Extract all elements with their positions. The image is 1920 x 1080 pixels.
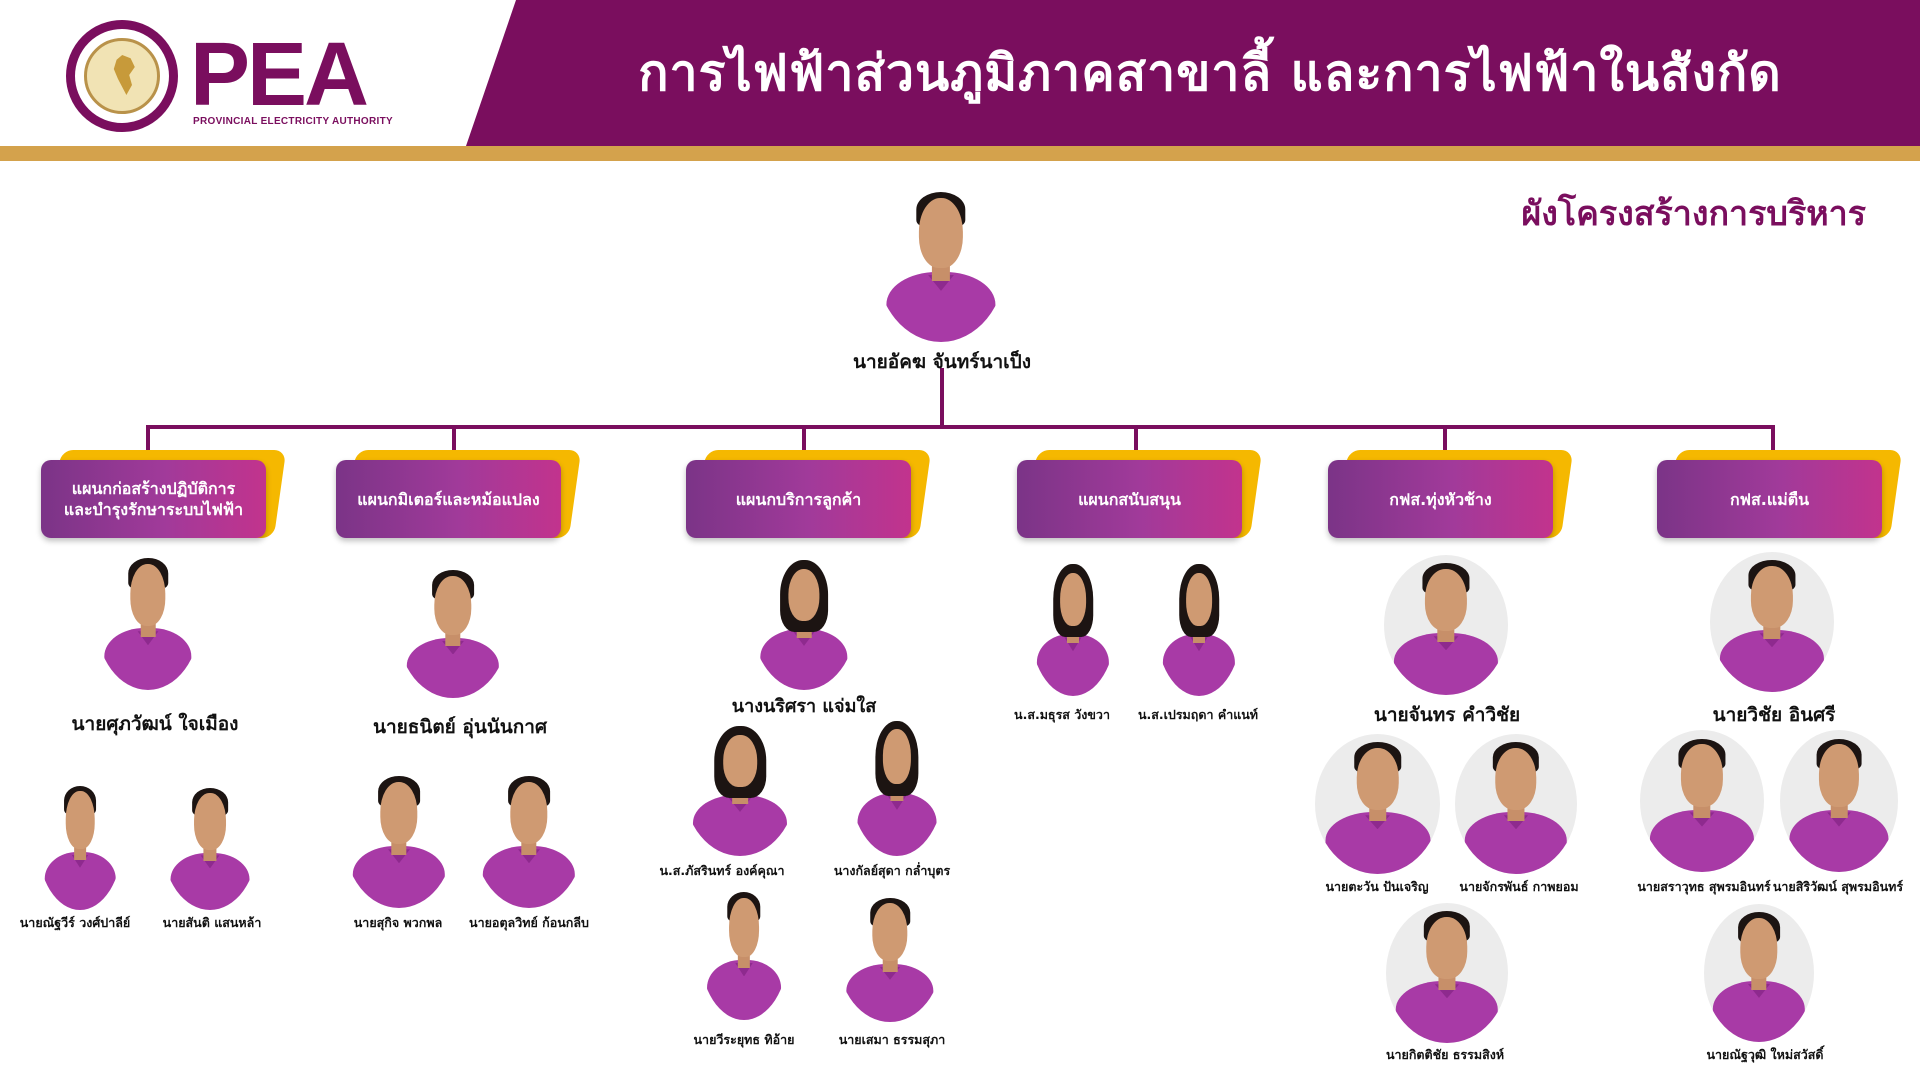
person-photo — [700, 884, 788, 1020]
person-photo — [1315, 734, 1440, 874]
connector-dept-2 — [452, 425, 456, 461]
person-name: น.ส.ภัสรินทร์ องค์คุณา — [659, 863, 785, 878]
person-name: นายกิตติชัย ธรรมสิงห์ — [1385, 1047, 1505, 1062]
head-name: นายอัคฆ จันทร์นาเป็ง — [853, 351, 1031, 373]
connector-dept-5 — [1443, 425, 1447, 461]
person-photo — [1386, 903, 1508, 1043]
dept-support-label: แผนกสนับสนุน — [1017, 460, 1242, 538]
person-name: นายณัฐวุฒิ ใหม่สวัสดิ์ — [1706, 1047, 1824, 1062]
person-photo — [1384, 555, 1508, 695]
dept-meter-label: แผนกมิเตอร์และหม้อแปลง — [336, 460, 561, 538]
person-photo — [684, 718, 796, 856]
pea-seal-icon: การไฟฟ้าส่วนภูมิภาค — [66, 20, 178, 132]
connector-horizontal — [146, 425, 1775, 429]
connector-head-vertical — [940, 368, 944, 427]
person-name: นายตะวัน ปันเจริญ — [1325, 879, 1429, 894]
gold-divider — [0, 146, 1920, 161]
person-photo — [474, 768, 584, 908]
thailand-map-icon — [113, 55, 135, 95]
person-photo — [1030, 556, 1116, 696]
person-name: นายสุกิจ พวกพล — [353, 915, 443, 930]
person-photo — [1640, 730, 1764, 872]
dept-mae-tuen: กฟส.แม่ตืน — [1657, 450, 1903, 538]
dept-construction-label: แผนกก่อสร้างปฏิบัติการ และบำรุงรักษาระบบ… — [41, 460, 266, 538]
person-name: นายสิริวัฒน์ สุพรมอินทร์ — [1772, 879, 1904, 894]
person-name: นายจันทร คำวิชัย — [1373, 704, 1521, 726]
pea-logo-text: PEA — [190, 25, 369, 125]
person-photo — [850, 712, 944, 856]
person-name: นายวีระยุทธ ทิอ้าย — [693, 1032, 795, 1047]
person-name: นายสราวุทธ สุพรมอินทร์ — [1637, 879, 1771, 894]
person-photo — [163, 780, 257, 910]
dept-customer-service: แผนกบริการลูกค้า — [686, 450, 932, 538]
seal-text: การไฟฟ้าส่วนภูมิภาค — [87, 121, 169, 123]
person-name: นายเสมา ธรรมสุภา — [838, 1032, 946, 1047]
person-name: นายศุภวัฒน์ ใจเมือง — [71, 713, 239, 735]
person-photo — [1156, 556, 1242, 696]
dept-customer-service-label: แผนกบริการลูกค้า — [686, 460, 911, 538]
person-photo — [752, 552, 856, 690]
person-photo — [38, 778, 122, 910]
connector-dept-1 — [146, 425, 150, 461]
dept-thung-hua-chang: กฟส.ทุ่งหัวช้าง — [1328, 450, 1574, 538]
page-title: การไฟฟ้าส่วนภูมิภาคสาขาลี้ และการไฟฟ้าใน… — [638, 44, 1782, 102]
dept-meter: แผนกมิเตอร์และหม้อแปลง — [336, 450, 582, 538]
person-photo — [344, 768, 454, 908]
dept-mae-tuen-label: กฟส.แม่ตืน — [1657, 460, 1882, 538]
connector-dept-6 — [1771, 425, 1775, 461]
person-photo — [1455, 734, 1577, 874]
person-name: นายอตุลวิทย์ ก้อนกลีบ — [469, 915, 589, 930]
person-name: นายจักรพันธ์ กาพยอม — [1459, 879, 1579, 894]
dept-construction: แผนกก่อสร้างปฏิบัติการ และบำรุงรักษาระบบ… — [41, 450, 287, 538]
title-banner — [466, 0, 1920, 146]
connector-dept-3 — [802, 425, 806, 461]
person-photo — [838, 890, 942, 1022]
person-name: นางกัลย์สุดา กล่ำบุตร — [833, 863, 951, 878]
person-name: น.ส.มธุรส วังขวา — [1014, 707, 1110, 722]
person-name: นายสันติ แสนหล้า — [162, 915, 262, 930]
person-name: นายธนิตย์ อุ่นนันกาศ — [372, 716, 548, 738]
person-photo — [398, 562, 508, 698]
person-name: นายวิชัย อินศรี — [1712, 704, 1836, 726]
chart-title: ผังโครงสร้างการบริหาร — [1521, 194, 1866, 234]
dept-thung-hua-chang-label: กฟส.ทุ่งหัวช้าง — [1328, 460, 1553, 538]
head-photo — [876, 182, 1006, 342]
person-photo — [1710, 552, 1834, 692]
connector-dept-4 — [1134, 425, 1138, 461]
dept-support: แผนกสนับสนุน — [1017, 450, 1263, 538]
person-photo — [1780, 730, 1898, 872]
person-photo — [96, 550, 200, 690]
person-name: นางนริศรา แจ่มใส — [731, 696, 877, 717]
seal-inner: การไฟฟ้าส่วนภูมิภาค — [84, 38, 160, 114]
person-name: น.ส.เปรมฤดา คำแนท์ — [1137, 707, 1259, 722]
person-name: นายณัฐวีร์ วงศ์ปาลีย์ — [19, 915, 131, 930]
pea-logo-subtitle: PROVINCIAL ELECTRICITY AUTHORITY — [193, 116, 393, 127]
person-photo — [1704, 904, 1814, 1042]
